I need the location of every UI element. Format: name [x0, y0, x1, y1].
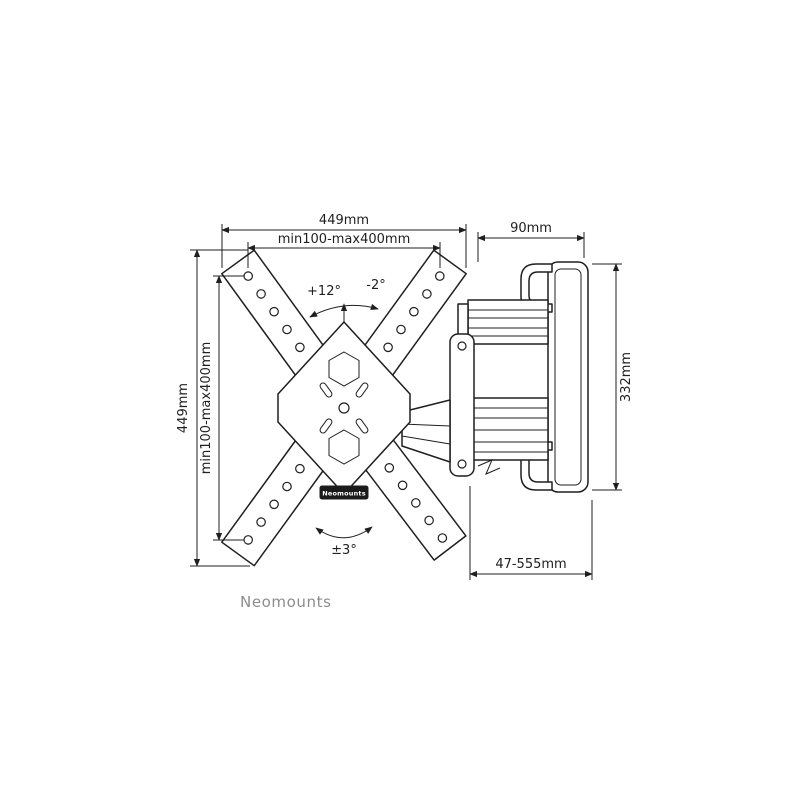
dimension-bracket-height: 332mm — [592, 263, 634, 491]
pivot-bolt-bottom — [457, 459, 467, 469]
dimension-top-width: 449mm — [221, 213, 467, 268]
slot-top-right — [355, 382, 369, 398]
dimension-left-height: 449mm — [176, 249, 250, 567]
slot-top-left — [319, 382, 333, 398]
pivot-column — [449, 333, 475, 477]
vesa-center-plate: Neomounts — [277, 321, 411, 500]
plate-logo-text: Neomounts — [322, 490, 366, 498]
plate-connector-rib — [401, 423, 451, 427]
wall-plate-inner — [554, 268, 582, 486]
dimension-wall-plate-width: 90mm — [477, 221, 585, 262]
plate-connector-rib — [401, 435, 451, 445]
wall-plate — [547, 261, 589, 493]
dimension-left-hole-range-label: min100-max400mm — [199, 342, 214, 474]
tilt-arc — [315, 526, 373, 539]
pivot-bolt-top — [457, 341, 467, 351]
hex-cutout-bottom — [328, 429, 360, 465]
articulated-arm — [401, 299, 549, 477]
dimension-top-hole-range: min100-max400mm — [247, 232, 441, 268]
rotation-minus-label: -2° — [366, 278, 385, 293]
upper-arm-bar — [467, 299, 549, 345]
plate-logo-badge — [319, 485, 369, 500]
hex-cutout-top — [328, 351, 360, 387]
dimension-extension-depth: 47-555mm — [469, 486, 593, 580]
dimension-top-width-label: 449mm — [319, 213, 369, 228]
dimension-left-hole-range: min100-max400mm — [199, 275, 244, 541]
rotation-plus-label: +12° — [307, 284, 341, 299]
vesa-plate-arms — [221, 249, 467, 567]
center-pivot-hole — [338, 402, 350, 414]
arm-mounting-holes — [243, 271, 448, 545]
dimension-wall-plate-width-label: 90mm — [510, 221, 552, 236]
slot-bottom-left — [319, 418, 333, 434]
slot-bottom-right — [355, 418, 369, 434]
plate-connector-bracket — [401, 399, 451, 463]
dimension-extension-depth-label: 47-555mm — [495, 557, 566, 572]
dimension-bracket-height-label: 332mm — [619, 352, 634, 402]
tilt-label: ±3° — [331, 543, 357, 558]
brand-label: Neomounts — [240, 593, 332, 611]
rotation-arc — [309, 303, 379, 318]
angle-annotations: +12° -2° ±3° — [307, 278, 386, 558]
dimension-top-hole-range-label: min100-max400mm — [278, 232, 410, 247]
spring-clip — [477, 459, 501, 475]
dimension-left-height-label: 449mm — [176, 383, 191, 433]
